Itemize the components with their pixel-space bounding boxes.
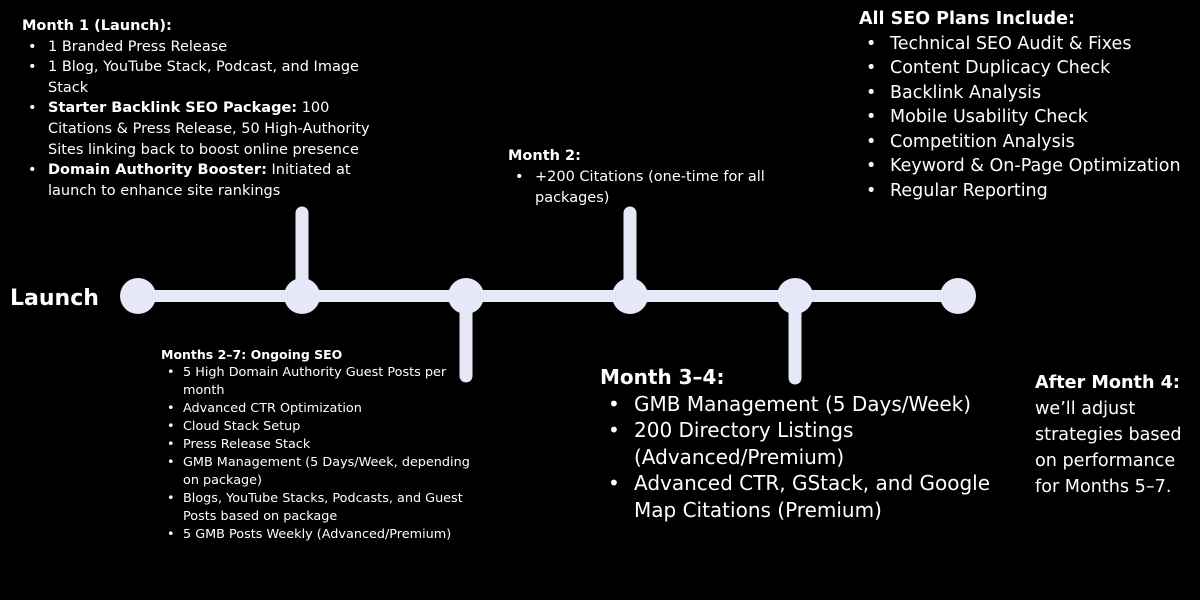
list-item: Advanced CTR Optimization <box>167 400 481 418</box>
list-item: 5 High Domain Authority Guest Posts per … <box>167 364 481 400</box>
list-item: Technical SEO Audit & Fixes <box>866 32 1189 57</box>
list-item: Keyword & On-Page Optimization <box>866 154 1189 179</box>
list-item: Backlink Analysis <box>866 81 1189 106</box>
all-seo-plans-title: All SEO Plans Include: <box>859 9 1075 29</box>
node-month3-4 <box>777 278 813 314</box>
list-item: Advanced CTR, GStack, and Google Map Cit… <box>608 470 1000 523</box>
all-seo-plans-block: All SEO Plans Include: Technical SEO Aud… <box>859 7 1189 203</box>
months2-7-title: Months 2–7: Ongoing SEO <box>161 347 343 362</box>
after-month4-block: After Month 4: we’ll adjust strategies b… <box>1035 371 1195 501</box>
list-item: Starter Backlink SEO Package: 100 Citati… <box>28 98 382 160</box>
list-item: GMB Management (5 Days/Week, depending o… <box>167 454 481 490</box>
after-month4-text: we’ll adjust strategies based on perform… <box>1035 398 1182 497</box>
node-launch <box>120 278 156 314</box>
months2-7-block: Months 2–7: Ongoing SEO 5 High Domain Au… <box>161 346 481 544</box>
list-item: 5 GMB Posts Weekly (Advanced/Premium) <box>167 526 481 544</box>
all-seo-plans-list: Technical SEO Audit & Fixes Content Dupl… <box>859 32 1189 204</box>
list-item: +200 Citations (one-time for all package… <box>515 167 788 209</box>
month1-title: Month 1 (Launch): <box>22 18 172 34</box>
list-item: Content Duplicacy Check <box>866 56 1189 81</box>
after-month4-title: After Month 4: <box>1035 373 1180 393</box>
list-item: Press Release Stack <box>167 436 481 454</box>
list-item: Competition Analysis <box>866 130 1189 155</box>
list-item: Cloud Stack Setup <box>167 418 481 436</box>
node-end <box>940 278 976 314</box>
months2-7-list: 5 High Domain Authority Guest Posts per … <box>161 364 481 544</box>
month2-title: Month 2: <box>508 148 581 164</box>
month2-list: +200 Citations (one-time for all package… <box>508 167 788 209</box>
list-item: 200 Directory Listings (Advanced/Premium… <box>608 417 1000 470</box>
list-item: GMB Management (5 Days/Week) <box>608 391 1000 418</box>
list-item: Mobile Usability Check <box>866 105 1189 130</box>
list-item: 1 Blog, YouTube Stack, Podcast, and Imag… <box>28 57 382 98</box>
launch-label: Launch <box>10 286 99 311</box>
node-month1 <box>284 278 320 314</box>
list-item: Regular Reporting <box>866 179 1189 204</box>
list-item: Domain Authority Booster: Initiated at l… <box>28 160 382 201</box>
month1-block: Month 1 (Launch): 1 Branded Press Releas… <box>22 16 382 201</box>
list-item: 1 Branded Press Release <box>28 37 382 58</box>
month1-list: 1 Branded Press Release 1 Blog, YouTube … <box>22 37 382 202</box>
node-months2-7 <box>448 278 484 314</box>
month3-4-block: Month 3–4: GMB Management (5 Days/Week) … <box>600 364 1000 524</box>
list-item: Blogs, YouTube Stacks, Podcasts, and Gue… <box>167 490 481 526</box>
month3-4-title: Month 3–4: <box>600 365 725 389</box>
month3-4-list: GMB Management (5 Days/Week) 200 Directo… <box>600 391 1000 524</box>
month2-block: Month 2: +200 Citations (one-time for al… <box>508 146 788 209</box>
node-month2 <box>612 278 648 314</box>
